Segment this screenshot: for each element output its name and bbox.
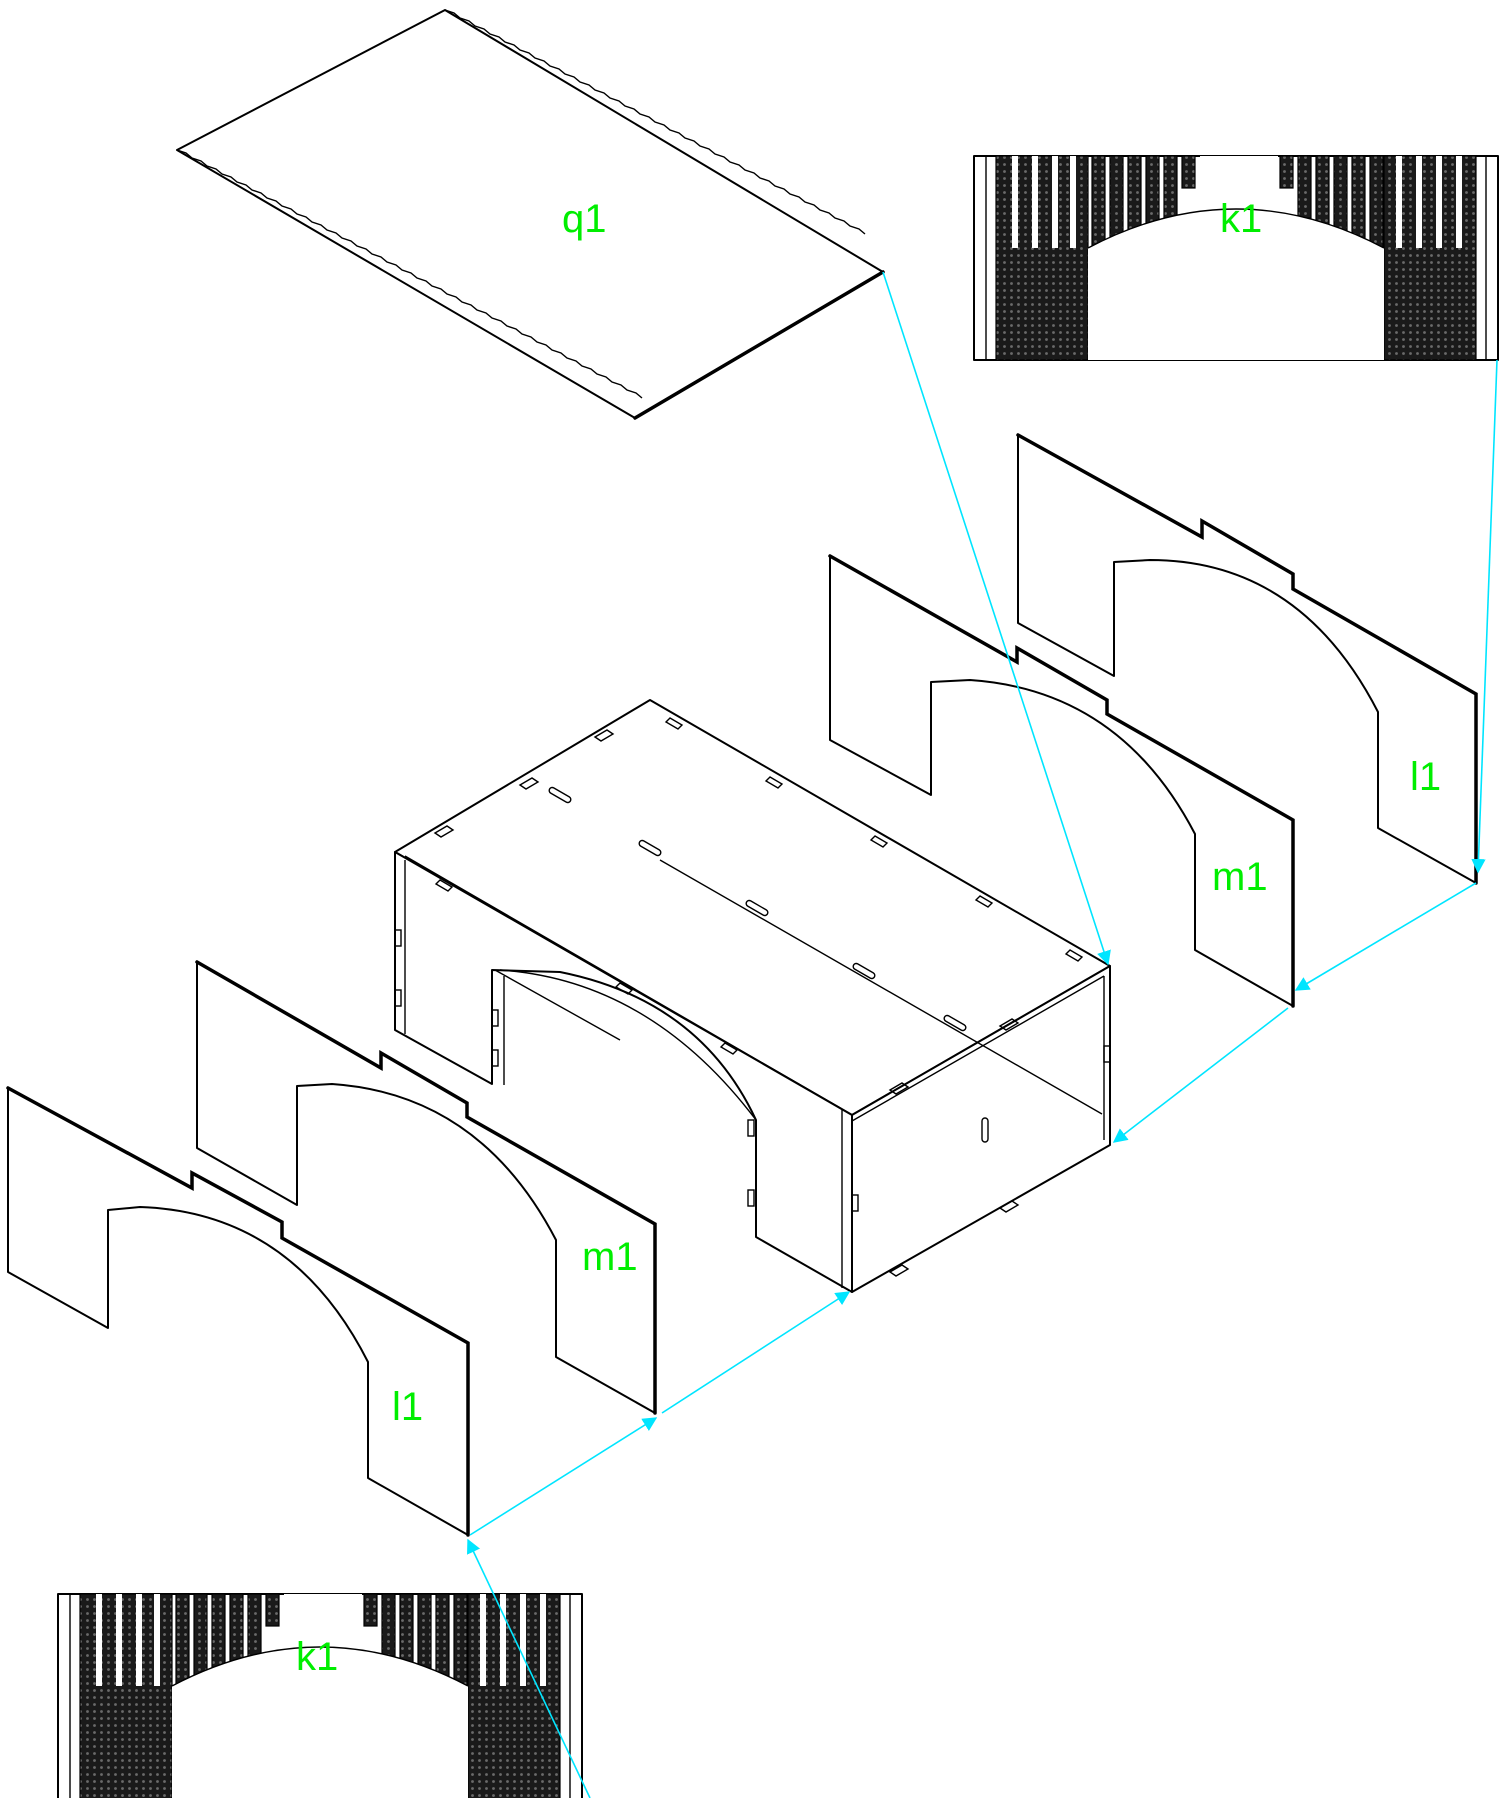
label-m1-back: m1	[1212, 855, 1268, 899]
label-m1-front: m1	[582, 1235, 638, 1279]
part-l1-front-panel: l1	[6, 1086, 470, 1537]
part-k1-bottom-comb: k1	[57, 1593, 583, 1798]
label-l1-back: l1	[1410, 755, 1441, 799]
guide-l1front-to-m1front	[469, 1417, 658, 1536]
assembled-box	[394, 699, 1111, 1293]
part-m1-front-panel: m1	[195, 960, 657, 1415]
guide-m1front-to-box	[661, 1291, 851, 1414]
part-q1-top-panel: q1	[176, 9, 885, 420]
part-l1-back-panel: l1	[1016, 433, 1478, 885]
guide-l1-to-m1	[1294, 882, 1477, 991]
label-l1-front: l1	[392, 1385, 423, 1429]
guide-q1-to-box	[882, 271, 1111, 966]
label-q1: q1	[562, 197, 607, 241]
label-k1-top: k1	[1220, 197, 1262, 241]
guide-m1-to-box	[1112, 1007, 1289, 1143]
part-m1-back-panel: m1	[828, 554, 1295, 1008]
guide-k1-to-l1-back	[1471, 359, 1498, 874]
label-k1-bottom: k1	[296, 1635, 338, 1679]
part-k1-top-comb: k1	[973, 155, 1499, 361]
guide-k1-to-l1-front	[467, 1538, 591, 1798]
assembly-guides	[467, 271, 1498, 1798]
